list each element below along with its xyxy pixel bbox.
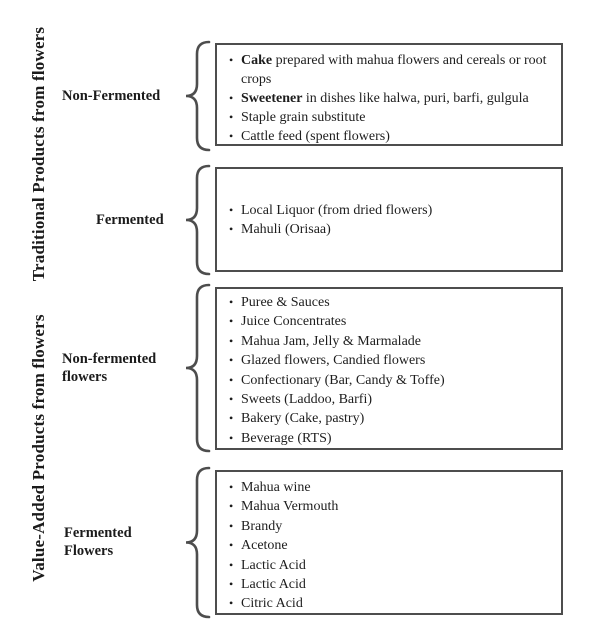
bullet-icon: • — [229, 53, 234, 67]
brace-icon — [182, 283, 214, 453]
bullet-icon: • — [229, 499, 234, 514]
list-item: •Sweets (Laddoo, Barfi) — [229, 392, 373, 408]
product-list: •Local Liquor (from dried flowers) •Mahul… — [217, 201, 561, 239]
category-label-fermented: Fermented — [96, 212, 164, 228]
side-label-traditional-products: Traditional Products from flowers — [29, 26, 48, 282]
list-item: •Confectionary (Bar, Candy & Toffe) — [229, 372, 445, 388]
brace-icon — [182, 466, 214, 619]
list-item: •Staple grain substitute — [229, 110, 366, 125]
product-list: •Mahua wine •Mahua Vermouth •Brandy •Aceton… — [217, 472, 581, 618]
category-label-non-fermented-flowers: Non-fermented flowers — [62, 351, 157, 385]
bullet-icon: • — [229, 372, 234, 387]
product-list: •Cake prepared with mahua flowers and ce… — [217, 45, 581, 150]
category-label-non-fermented: Non-Fermented — [62, 88, 161, 104]
list-item: •Acetone — [229, 538, 288, 554]
box-non-fermented-flower-products: •Puree & Sauces •Juice Concentrates •Mahua… — [215, 287, 563, 450]
bullet-icon: • — [229, 314, 234, 329]
category-label-fermented-flowers: Fermented Flowers — [64, 525, 132, 559]
list-item: •Local Liquor (from dried flowers) — [229, 202, 433, 218]
list-item: •Lactic Acid — [229, 557, 306, 573]
list-item: •Mahua wine — [229, 480, 311, 495]
bullet-icon: • — [229, 480, 234, 494]
list-item: •Cake prepared with mahua flowers and ce… — [229, 53, 547, 87]
bullet-icon: • — [229, 557, 234, 572]
list-item: •Citric Acid — [229, 596, 303, 612]
bullet-icon: • — [229, 392, 234, 407]
list-item: •Beverage (RTS) — [229, 430, 332, 446]
list-item: •Mahua Jam, Jelly & Marmalade — [229, 333, 422, 349]
product-list: •Puree & Sauces •Juice Concentrates •Mahua… — [217, 289, 581, 452]
list-item: •Mahua Vermouth — [229, 499, 339, 515]
list-item: •Brandy — [229, 518, 283, 534]
bullet-icon: • — [229, 430, 234, 445]
bullet-icon: • — [229, 91, 234, 105]
brace-icon — [182, 40, 214, 152]
box-fermented-products: •Local Liquor (from dried flowers) •Mahul… — [215, 167, 563, 272]
box-non-fermented-products: •Cake prepared with mahua flowers and ce… — [215, 43, 563, 146]
side-label-value-added-products: Value-Added Products from flowers — [29, 314, 48, 582]
box-fermented-flower-products: •Mahua wine •Mahua Vermouth •Brandy •Aceton… — [215, 470, 563, 615]
bullet-icon: • — [229, 411, 234, 426]
bullet-icon: • — [229, 333, 234, 348]
bullet-icon: • — [229, 110, 234, 124]
bullet-icon: • — [229, 295, 234, 309]
list-item: •Lactic Acid — [229, 577, 306, 593]
brace-icon — [182, 164, 214, 276]
list-item: •Bakery (Cake, pastry) — [229, 411, 365, 427]
bullet-icon: • — [229, 221, 234, 236]
bullet-icon: • — [229, 538, 234, 553]
bullet-icon: • — [229, 129, 234, 143]
bullet-icon: • — [229, 596, 234, 611]
bullet-icon: • — [229, 202, 234, 217]
bullet-icon: • — [229, 353, 234, 368]
bullet-icon: • — [229, 577, 234, 592]
list-item: •Puree & Sauces — [229, 295, 330, 310]
bullet-icon: • — [229, 518, 234, 533]
list-item: •Cattle feed (spent flowers) — [229, 129, 390, 144]
list-item: •Mahuli (Orisaa) — [229, 221, 331, 237]
list-item: •Glazed flowers, Candied flowers — [229, 353, 426, 369]
list-item: •Juice Concentrates — [229, 314, 347, 330]
list-item: •Sweetener in dishes like halwa, puri, b… — [229, 91, 529, 106]
